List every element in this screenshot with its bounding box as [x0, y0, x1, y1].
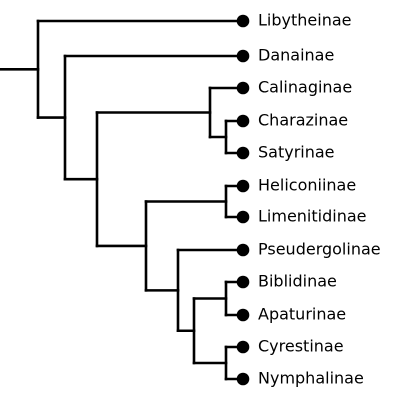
tip-label: Danainae: [258, 46, 334, 65]
tip-node-dot: [236, 49, 250, 63]
tip-0: Libytheinae: [236, 11, 351, 30]
tip-label: Nymphalinae: [258, 369, 364, 388]
tip-11: Nymphalinae: [236, 369, 364, 388]
tip-node-dot: [236, 146, 250, 160]
tip-3: Charazinae: [236, 111, 348, 130]
tip-6: Limenitidinae: [236, 207, 366, 226]
tip-label: Cyrestinae: [258, 337, 344, 356]
tip-label: Satyrinae: [258, 143, 335, 162]
tip-node-dot: [236, 179, 250, 193]
tip-2: Calinaginae: [236, 78, 352, 97]
tip-7: Pseudergolinae: [236, 240, 381, 259]
tip-label: Heliconiinae: [258, 176, 356, 195]
tip-label: Apaturinae: [258, 305, 346, 324]
tip-node-dot: [236, 372, 250, 386]
tip-label: Pseudergolinae: [258, 240, 381, 259]
tip-1: Danainae: [236, 46, 334, 65]
tree-tips: LibytheinaeDanainaeCalinaginaeCharazinae…: [236, 11, 381, 388]
tip-8: Biblidinae: [236, 272, 337, 291]
tip-node-dot: [236, 275, 250, 289]
tree-branches: [0, 19, 245, 381]
tip-10: Cyrestinae: [236, 337, 344, 356]
tip-label: Libytheinae: [258, 11, 351, 30]
tip-5: Heliconiinae: [236, 176, 356, 195]
tip-4: Satyrinae: [236, 143, 335, 162]
tip-node-dot: [236, 210, 250, 224]
tip-node-dot: [236, 308, 250, 322]
tip-label: Biblidinae: [258, 272, 337, 291]
tip-label: Calinaginae: [258, 78, 352, 97]
tip-9: Apaturinae: [236, 305, 346, 324]
tip-node-dot: [236, 114, 250, 128]
tip-node-dot: [236, 243, 250, 257]
tip-label: Limenitidinae: [258, 207, 366, 226]
tip-label: Charazinae: [258, 111, 348, 130]
tip-node-dot: [236, 340, 250, 354]
tip-node-dot: [236, 81, 250, 95]
tip-node-dot: [236, 14, 250, 28]
